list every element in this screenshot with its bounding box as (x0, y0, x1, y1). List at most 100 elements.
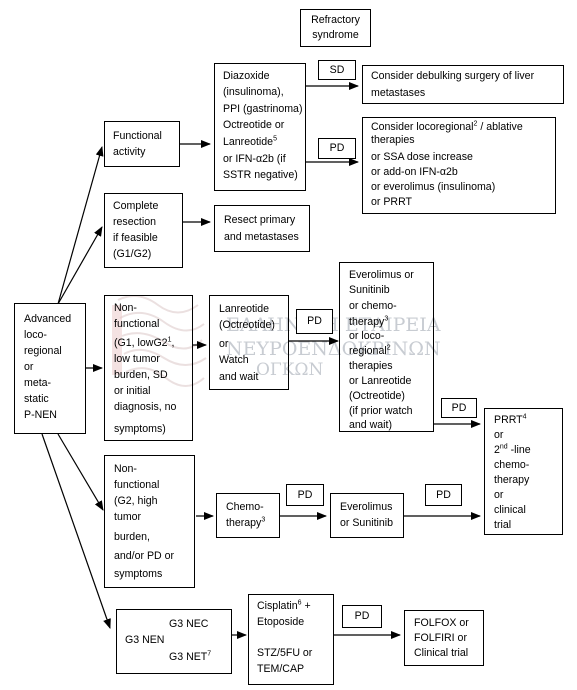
prrt-line-3-sup: nd (499, 443, 508, 451)
nf1-line-3: (G1, lowG21, (114, 336, 175, 349)
watermark-line-1: ΕΛΛΗΝΙΚΗ ΕΤΑΙΡΕΙΑ (226, 314, 441, 336)
functional-line-1: Functional (113, 130, 162, 142)
evsun-line-1: Everolimus (340, 501, 393, 513)
loco-line-6: or PRRT (371, 196, 413, 208)
refractory-line-1: Refractory (311, 14, 360, 26)
root-line-7: P-NEN (24, 409, 57, 421)
loco-line-4: or add-on IFN-α2b (371, 166, 458, 178)
nf2-line-2: functional (114, 479, 160, 491)
loco-line-1-tail: / ablative (477, 121, 523, 133)
cis-line-3: STZ/5FU or (257, 647, 313, 659)
prrt-line-5: therapy (494, 474, 530, 486)
g3-line-3-text: G3 NET (169, 651, 208, 663)
nf1-line-5: burden, SD (114, 369, 168, 381)
pd-text-cisplatin: PD (354, 610, 370, 622)
watermark-line-3: ΟΓΚΩΝ (256, 360, 324, 380)
evero-line-11: and wait) (349, 419, 392, 431)
functional-activity-box: Functional activity (104, 121, 180, 167)
prrt-line-7: clinical (494, 504, 526, 516)
nf2-line-1: Non- (114, 463, 137, 475)
complete-resection-box: Complete resection if feasible (G1/G2) (104, 193, 183, 268)
nf1-line-1: Non- (114, 302, 137, 314)
cis-footnote: 6 (297, 599, 302, 607)
g3-footnote: 7 (207, 650, 212, 658)
pd-text-chemotherapy: PD (297, 489, 313, 501)
cisplatin-etoposide-box: Cisplatin6 + Etoposide STZ/5FU or TEM/CA… (248, 594, 334, 685)
prrt-line-3-text: -line (510, 444, 531, 456)
pd-text-everolimus-sunitinib: PD (436, 489, 451, 501)
functional-line-2: activity (113, 146, 146, 158)
chemotherapy-box: Chemo- therapy3 (216, 493, 280, 538)
evero-footnote-2: 2 (386, 344, 391, 352)
evero-line-1: Everolimus or (349, 269, 414, 281)
cis-line-1: Cisplatin6 + (257, 599, 311, 614)
pd-text-functional: PD (329, 142, 345, 154)
watermark-line-2: ΝΕΥΡΟΕΝΔΟΚΡΙΝΩΝ (226, 338, 441, 360)
nf1-line-6: or initial (114, 385, 151, 397)
root-line-1: Advanced (24, 313, 72, 325)
drugs-line-5-text: Lanreotide (223, 136, 274, 148)
drugs-line-3: PPI (gastrinoma) (223, 103, 303, 115)
evero-line-4-text: therapy (349, 316, 385, 328)
drugs-line-1: Diazoxide (223, 70, 270, 82)
drugs-line-2: (insulinoma), (223, 86, 284, 98)
evero-line-6-text: regional (349, 345, 387, 357)
loco-line-3: or SSA dose increase (371, 151, 473, 163)
g3-box: G3 NEC G3 NEN G3 NET7 (116, 609, 232, 674)
drugs-line-4: Octreotide or (223, 119, 285, 131)
arrow-root-nonfunc2 (57, 433, 104, 511)
drugs-line-7: SSTR negative) (223, 169, 298, 181)
resect-line-2: and metastases (224, 231, 299, 243)
g3-line-1: G3 NEC (169, 618, 209, 630)
loco-line-5: or everolimus (insulinoma) (371, 181, 496, 193)
chemo-footnote: 3 (261, 516, 266, 524)
complete-line-1: Complete (113, 200, 159, 212)
pd-text-everolimus: PD (451, 402, 467, 414)
nf1-line-4: low tumor (114, 353, 160, 365)
lanreo-line-2: (Octreotide) (219, 319, 275, 331)
folfox-line-2: FOLFIRI or (414, 632, 467, 644)
arrow-root-g3 (41, 433, 111, 629)
prrt-line-1-text: PRRT (494, 414, 523, 426)
nonfunctional-low-box: Non- functional (G1, lowG21, low tumor b… (104, 295, 193, 441)
pd-label-functional: PD (318, 138, 356, 159)
pd-label-everolimus-sunitinib: PD (425, 484, 462, 506)
root-line-3: regional (24, 345, 62, 357)
cis-line-4: TEM/CAP (257, 663, 305, 675)
drugs-line-6: or IFN-α2b (if (223, 153, 286, 165)
evero-line-4: therapy3 (349, 315, 388, 330)
pd-label-nonfunctional-low: PD (296, 309, 333, 334)
prrt-line-2: or (494, 429, 504, 441)
resect-primary-box: Resect primary and metastases (214, 205, 310, 252)
prrt-footnote: 4 (522, 413, 527, 421)
pd-label-everolimus: PD (441, 398, 477, 418)
cis-line-1-tail: + (301, 600, 311, 612)
evero-line-5: or loco- (349, 330, 385, 342)
complete-line-2: resection (113, 216, 156, 228)
g3-line-2: G3 NEN (125, 634, 165, 646)
prrt-line-1: PRRT4 (494, 413, 527, 428)
arrow-root-complete (57, 226, 103, 305)
pd-label-cisplatin: PD (342, 605, 382, 628)
complete-line-3: if feasible (113, 232, 158, 244)
evero-line-10: (if prior watch (349, 405, 413, 417)
prrt-line-4: chemo- (494, 459, 530, 471)
evero-footnote-3: 3 (384, 315, 389, 323)
chemo-line-1: Chemo- (226, 501, 264, 513)
pd-text-nonfunctional-low: PD (307, 315, 322, 327)
resect-line-1: Resect primary (224, 214, 296, 226)
cis-line-1-text: Cisplatin (257, 600, 298, 612)
g3-line-3: G3 NET7 (169, 650, 211, 665)
nf2-line-7: symptoms (114, 568, 163, 580)
drugs-footnote: 5 (273, 135, 277, 143)
nf1-footnote: 1 (167, 336, 172, 344)
root-line-6: static (24, 393, 49, 405)
folfox-line-1: FOLFOX or (414, 617, 469, 629)
evero-line-3: or chemo- (349, 300, 397, 312)
nf2-line-4: tumor (114, 511, 142, 523)
nonfunctional-high-box: Non- functional (G2, high tumor burden, … (104, 455, 195, 588)
everolimus-options-box: Everolimus or Sunitinib or chemo- therap… (339, 262, 434, 432)
nf2-line-3: (G2, high (114, 495, 158, 507)
advanced-pnen-box: Advanced loco- regional or meta- static … (14, 303, 86, 434)
